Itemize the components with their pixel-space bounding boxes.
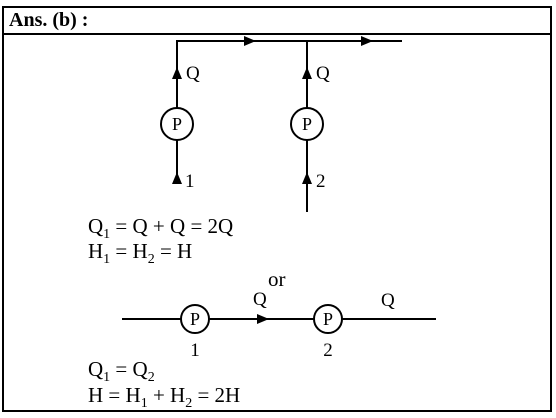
series-pump-1-circle <box>180 304 210 334</box>
answer-title: Ans. (b) : <box>9 9 89 31</box>
pump-left-label: P <box>172 114 182 134</box>
answer-box: Ans. (b) : <box>2 6 552 412</box>
flow-label-left: Q <box>186 63 200 84</box>
pump-right-label: P <box>302 114 312 134</box>
series-flow-label-out: Q <box>381 290 395 311</box>
parallel-head-equation: H1 = H2 = H <box>88 239 192 267</box>
series-pump-2-label: P <box>323 309 333 329</box>
header-arrow-2-icon <box>361 36 373 46</box>
pump-right-index: 2 <box>316 171 326 192</box>
left-flow-up-arrow-icon <box>172 67 182 79</box>
flow-label-right: Q <box>316 63 330 84</box>
series-head-equation: H = H1 + H2 = 2H <box>88 383 240 411</box>
left-inlet-arrow-icon <box>172 172 182 184</box>
answer-header: Ans. (b) : <box>4 8 550 35</box>
header-arrow-1-icon <box>244 36 256 46</box>
series-flow-equation: Q1 = Q2 <box>88 357 155 385</box>
series-pump-2-circle <box>313 304 343 334</box>
parallel-flow-equation: Q1 = Q + Q = 2Q <box>88 214 233 242</box>
right-flow-up-arrow-icon <box>302 67 312 79</box>
pump-right-circle <box>290 107 324 141</box>
pump-left-index: 1 <box>185 171 195 192</box>
series-flow-label-mid: Q <box>253 289 267 310</box>
pump-left-circle <box>160 107 194 141</box>
series-pump-1-label: P <box>190 309 200 329</box>
right-inlet-arrow-icon <box>302 172 312 184</box>
left-branch-and-header-pipe <box>176 40 402 180</box>
or-separator: or <box>268 267 286 291</box>
series-pump-1-index: 1 <box>190 340 200 361</box>
series-flow-arrow-icon <box>257 314 269 324</box>
series-pump-2-index: 2 <box>323 340 333 361</box>
